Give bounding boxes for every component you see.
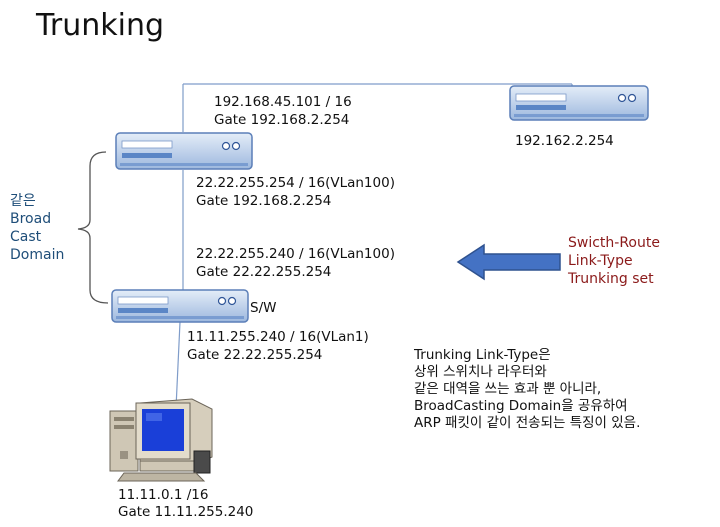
page-title: Trunking xyxy=(36,8,165,43)
switch-device xyxy=(111,289,249,323)
broadcast-domain-label: 같은 Broad Cast Domain xyxy=(10,192,64,264)
trunking-label-line: Swicth-Route xyxy=(568,235,660,251)
broadcast-domain-brace xyxy=(77,151,109,304)
switch-lower-gate: Gate 22.22.255.254 xyxy=(187,347,323,363)
router-top-right xyxy=(509,85,649,121)
left-arrow xyxy=(456,243,561,281)
pc-computer-icon xyxy=(109,398,213,482)
router-main-lower-ip: 22.22.255.254 / 16(VLan100) xyxy=(196,175,395,191)
trunking-label-line: Link-Type xyxy=(568,253,633,269)
switch-label: S/W xyxy=(250,300,277,316)
description-line: 상위 스위치나 라우터와 xyxy=(414,364,547,380)
router-main-lower-gate: Gate 192.168.2.254 xyxy=(196,193,332,209)
switch-lower-ip: 11.11.255.240 / 16(VLan1) xyxy=(187,329,369,345)
trunking-description: Trunking Link-Type은 상위 스위치나 라우터와 같은 대역을 … xyxy=(414,347,640,432)
switch-upper-ip: 22.22.255.240 / 16(VLan100) xyxy=(196,246,395,262)
broadcast-label-line: Cast xyxy=(10,229,42,245)
description-line: 같은 대역을 쓰는 효과 뿐 아니라, xyxy=(414,381,602,397)
broadcast-label-line: Domain xyxy=(10,247,65,263)
pc-gate: Gate 11.11.255.240 xyxy=(118,504,254,520)
pc-ip: 11.11.0.1 /16 xyxy=(118,487,209,503)
description-line: ARP 패킷이 같이 전송되는 특징이 있음. xyxy=(414,415,641,431)
router-top-right-ip: 192.162.2.254 xyxy=(515,133,614,149)
trunking-label-line: Trunking set xyxy=(568,271,654,287)
trunking-set-label: Swicth-Route Link-Type Trunking set xyxy=(568,234,660,288)
router-main-upper-ip: 192.168.45.101 / 16 xyxy=(214,94,352,110)
switch-upper-gate: Gate 22.22.255.254 xyxy=(196,264,332,280)
description-line: BroadCasting Domain을 공유하여 xyxy=(414,398,628,414)
broadcast-label-line: 같은 xyxy=(10,193,36,209)
link-switch-pc xyxy=(175,321,181,409)
description-line: Trunking Link-Type은 xyxy=(414,347,551,363)
router-main xyxy=(115,132,253,170)
router-main-upper-gate: Gate 192.168.2.254 xyxy=(214,112,350,128)
broadcast-label-line: Broad xyxy=(10,211,52,227)
